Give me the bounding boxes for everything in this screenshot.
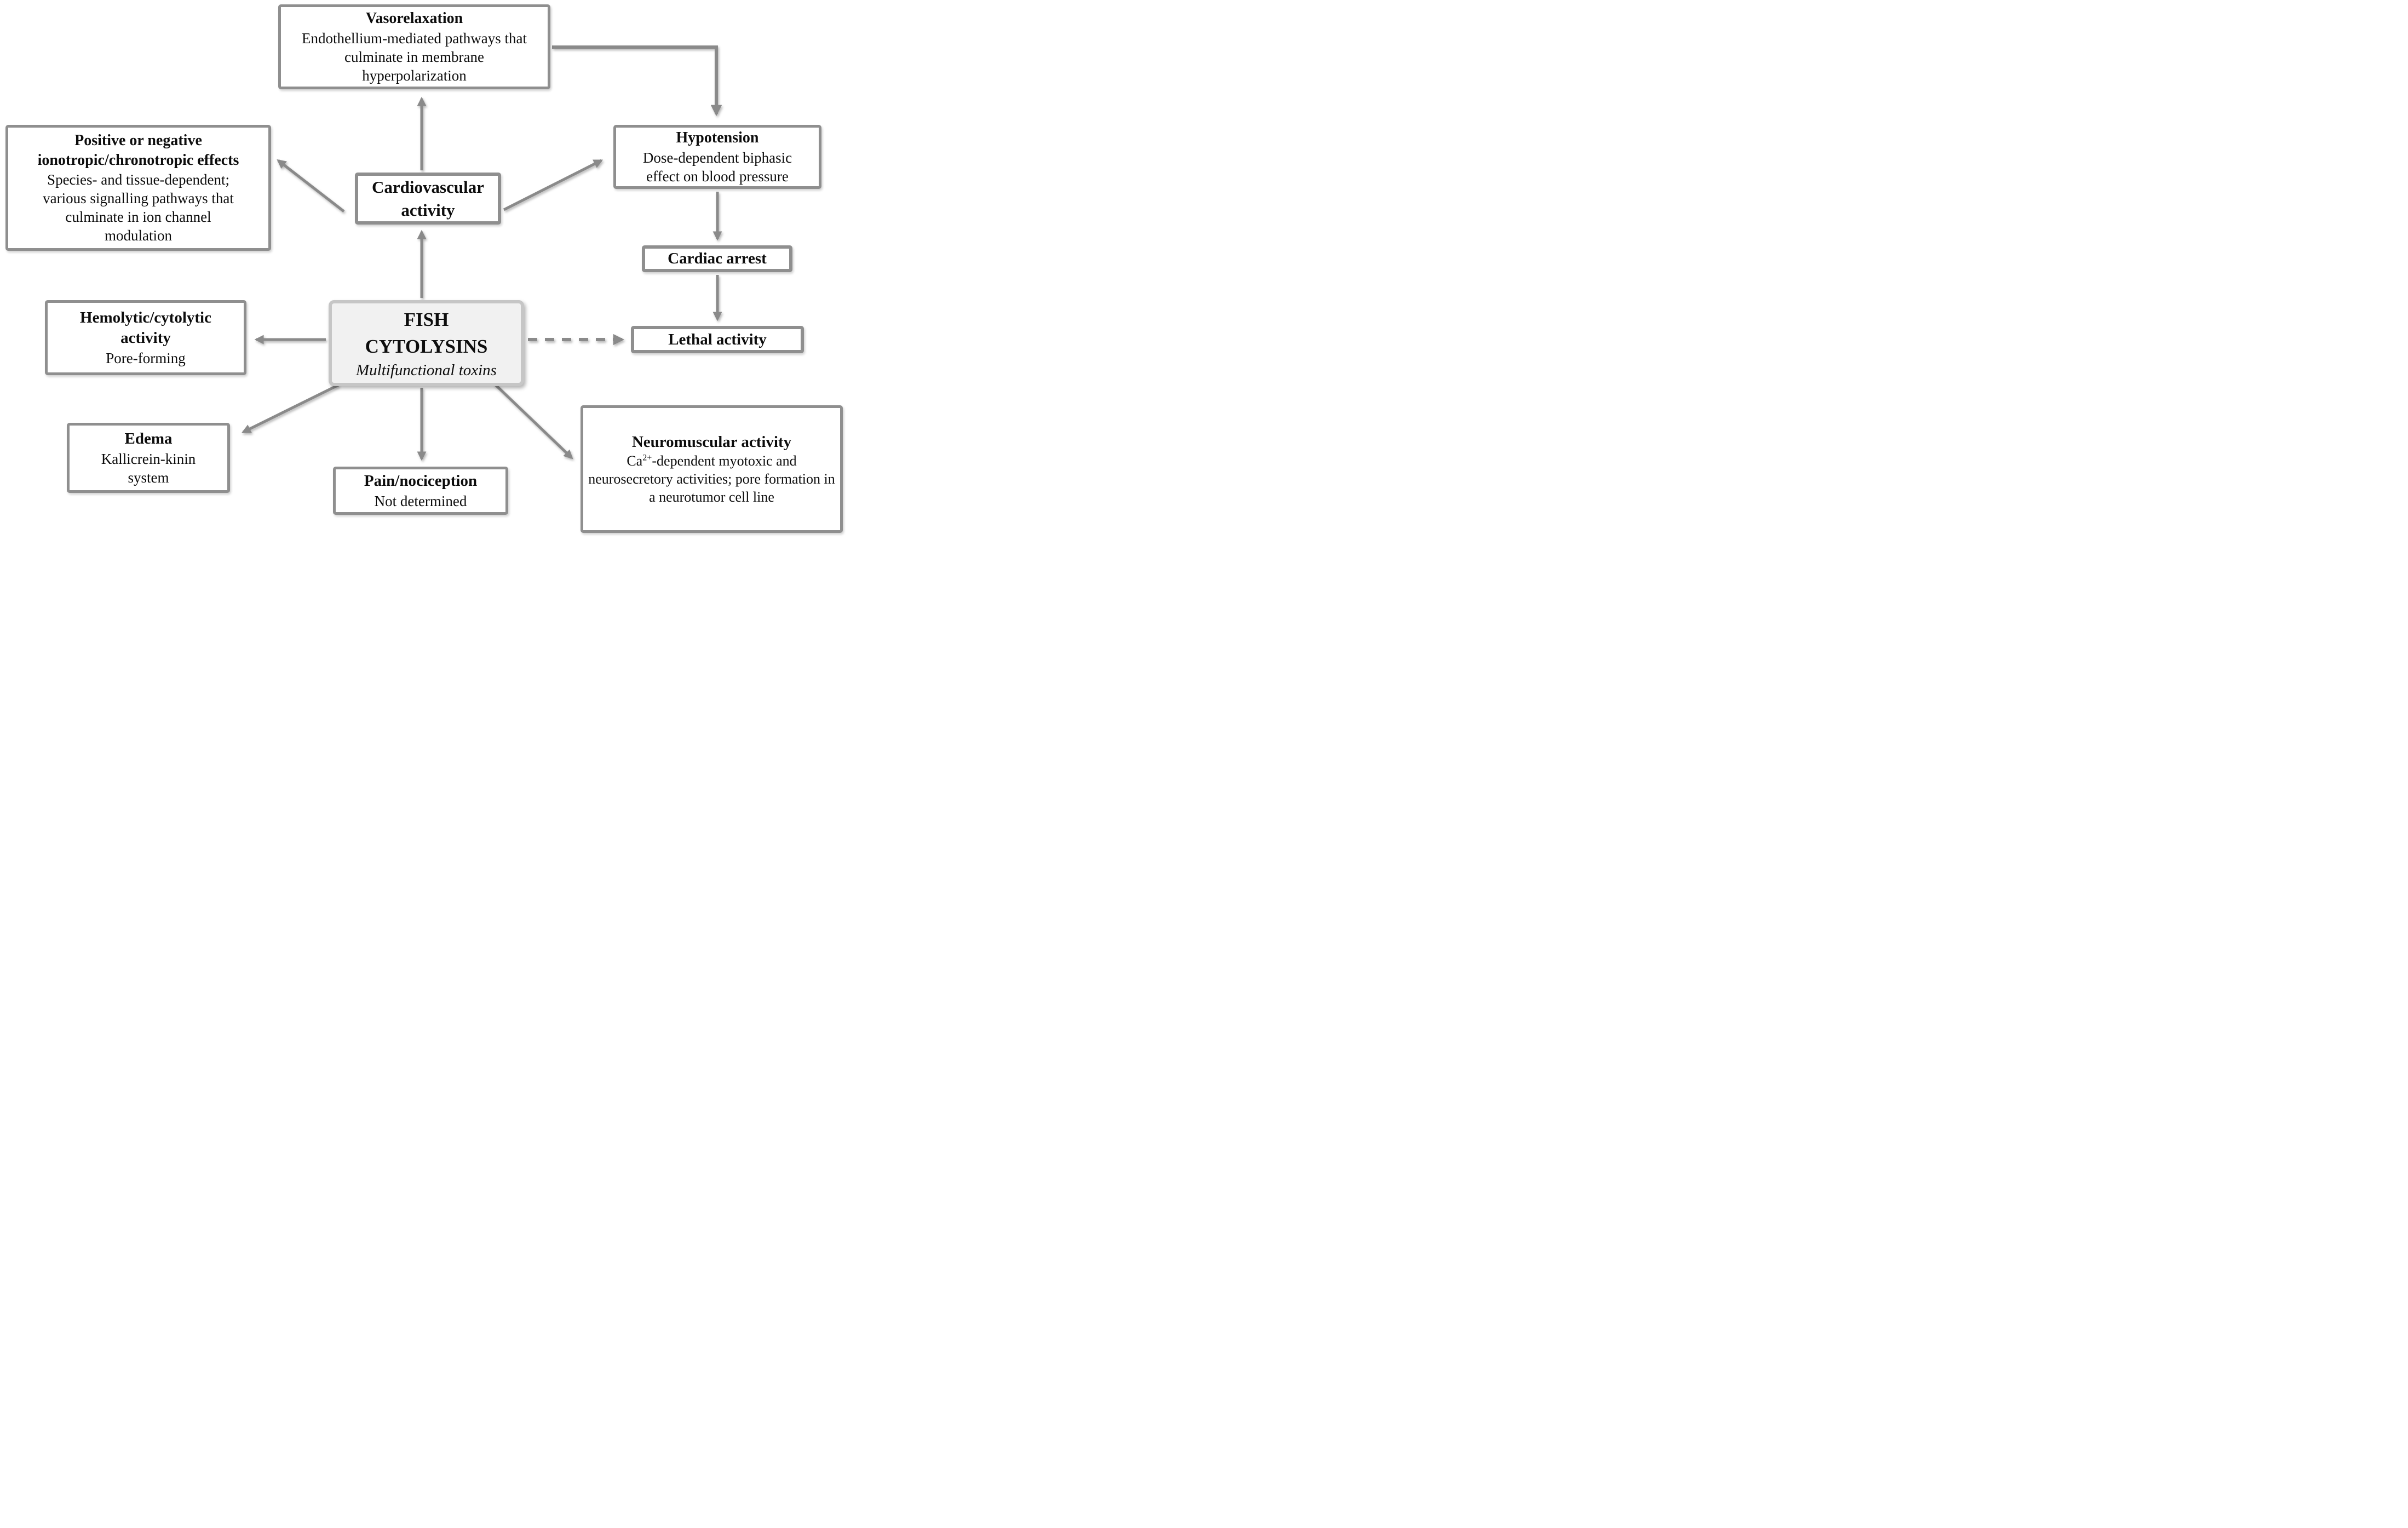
fish-cytolysins-diagram: Vasorelaxation Endothellium-mediated pat…: [0, 0, 847, 537]
edema-title: Edema: [124, 430, 173, 448]
lethal-activity-title: Lethal activity: [668, 330, 767, 348]
arrow-vasorelaxation-to-hypotension: [552, 45, 722, 117]
node-cardiovascular-activity: Cardiovascular activity: [355, 173, 501, 225]
hypotension-body: Dose-dependent biphasic effect on blood …: [642, 149, 792, 185]
node-vasorelaxation: Vasorelaxation Endothellium-mediated pat…: [278, 4, 550, 89]
node-hemolytic-cytolytic-activity: Hemolytic/cytolytic activity Pore-formin…: [45, 300, 246, 375]
arrow-cardiovascular-to-hypotension: [503, 159, 604, 211]
node-cardiac-arrest: Cardiac arrest: [642, 245, 792, 272]
fish-title-line2: CYTOLYSINS: [365, 336, 488, 358]
node-ionotropic-chronotropic-effects: Positive or negative ionotropic/chronotr…: [5, 125, 271, 251]
neuromuscular-title: Neuromuscular activity: [631, 433, 792, 451]
pain-title: Pain/nociception: [364, 472, 478, 490]
ionotropic-body: Species- and tissue-dependent; various s…: [43, 171, 234, 244]
fish-subtitle: Multifunctional toxins: [356, 361, 497, 380]
neuromuscular-body-prefix: Ca: [627, 453, 643, 469]
edema-body: Kallicrein-kinin system: [101, 450, 196, 486]
node-neuromuscular-activity: Neuromuscular activity Ca2+-dependent my…: [581, 405, 843, 533]
node-edema: Edema Kallicrein-kinin system: [67, 423, 230, 493]
pain-body: Not determined: [374, 492, 467, 509]
node-pain-nociception: Pain/nociception Not determined: [333, 467, 508, 515]
neuromuscular-body-rest: -dependent myotoxic and neurosecretory a…: [588, 453, 835, 505]
node-hypotension: Hypotension Dose-dependent biphasic effe…: [613, 125, 821, 189]
hemolytic-body: Pore-forming: [106, 350, 186, 367]
hypotension-title: Hypotension: [676, 129, 759, 147]
node-lethal-activity: Lethal activity: [631, 326, 804, 353]
cardiovascular-title: Cardiovascular activity: [372, 177, 484, 220]
ionotropic-title: Positive or negative ionotropic/chronotr…: [37, 131, 239, 169]
fish-title-line1: FISH: [404, 308, 449, 330]
neuromuscular-body: Ca2+-dependent myotoxic and neurosecreto…: [587, 452, 836, 506]
node-fish-cytolysins-center: FISH CYTOLYSINS Multifunctional toxins: [329, 300, 524, 386]
hemolytic-title: Hemolytic/cytolytic activity: [80, 308, 211, 347]
vasorelaxation-title: Vasorelaxation: [365, 10, 463, 27]
vasorelaxation-body: Endothellium-mediated pathways that culm…: [302, 30, 527, 84]
arrow-cardiovascular-to-ionotropic: [277, 159, 345, 212]
arrow-fish-to-edema: [241, 383, 340, 434]
neuromuscular-body-superscript: 2+: [642, 453, 652, 463]
arrow-fish-to-neuromuscular: [493, 383, 573, 459]
cardiac-arrest-title: Cardiac arrest: [668, 250, 767, 268]
